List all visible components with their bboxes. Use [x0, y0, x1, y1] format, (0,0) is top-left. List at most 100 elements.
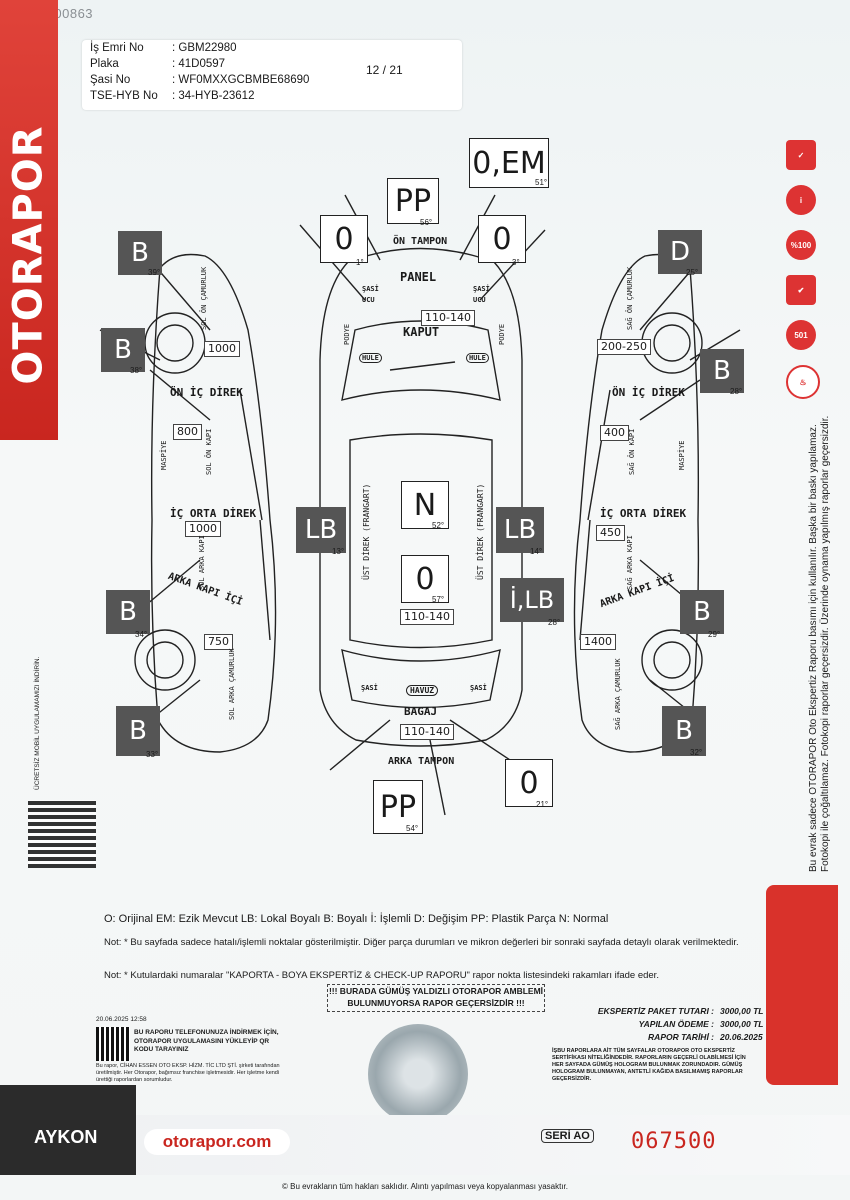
- label-right-roof-rail: ÜST DİREK (FRANGART): [476, 483, 485, 580]
- part-front-bumper: PP: [387, 178, 439, 224]
- qr-instructions: BU RAPORU TELEFONUNUZA İNDİRMEK İÇİN, OT…: [134, 1029, 279, 1053]
- label-right-front-chassis: ŞASİ: [473, 285, 490, 293]
- degree-label: 52°: [432, 521, 445, 530]
- degree-label: 57°: [432, 595, 445, 604]
- label-left-a-pillar: ÖN İÇ DİREK: [170, 386, 243, 399]
- page-number: 12 / 21: [366, 63, 403, 77]
- label-left-dome: HULE: [359, 353, 382, 363]
- degree-label: 25°: [686, 268, 699, 277]
- part-rear-window: 0: [401, 555, 449, 603]
- red-chevron-panel: [766, 885, 838, 1085]
- serial-number: 067500: [631, 1129, 717, 1154]
- degree-label: 29°: [708, 630, 721, 639]
- part-right-rear-door: B: [680, 590, 724, 634]
- dealer-logo: AYKON: [0, 1085, 136, 1175]
- micron-roof: 110-140: [400, 609, 454, 625]
- label-left-apron: PODYE: [343, 323, 351, 345]
- micron-right-quarter: 1400: [580, 634, 616, 650]
- part-left-rear-door: B: [106, 590, 150, 634]
- part-roof: N: [401, 481, 449, 529]
- label-left-front-chassis: ŞASİ: [362, 285, 379, 293]
- info-row: İş Emri No: GBM22980: [90, 42, 237, 54]
- part-right-rear-door-inner: İ,LB: [500, 578, 564, 622]
- part-left-rear-fender: B: [116, 706, 160, 756]
- check-icon: ✔: [786, 275, 816, 305]
- degree-label: 28°: [730, 387, 743, 396]
- part-rear-bumper: PP: [373, 780, 423, 834]
- certificate-note: İŞBU RAPORLARA AİT TÜM SAYFALAR OTORAPOR…: [552, 1048, 746, 1082]
- info-row: TSE-HYB No: 34-HYB-23612: [90, 90, 255, 102]
- label-left-roof-rail: ÜST DİREK (FRANGART): [362, 483, 371, 580]
- degree-label: 3°: [512, 258, 520, 267]
- footer-copyright: © Bu evrakların tüm hakları saklıdır. Al…: [281, 1182, 568, 1191]
- part-left-front-chassis: 0: [320, 215, 368, 263]
- label-left-front-fender: SOL ÖN ÇAMURLUK: [200, 266, 208, 330]
- legend: O: Orijinal EM: Ezik Mevcut LB: Lokal Bo…: [104, 913, 609, 925]
- vehicle-info-card: İş Emri No: GBM22980 Plaka: 41D0597 Şasi…: [82, 40, 462, 110]
- micron-right-front-door: 400: [600, 425, 629, 441]
- part-panel: 0,EM: [469, 138, 549, 188]
- degree-label: 32°: [690, 748, 703, 757]
- label-front-bumper: ÖN TAMPON: [393, 236, 448, 247]
- summary-row: RAPOR TARİHİ :20.06.2025: [648, 1032, 763, 1042]
- summary-row: EKSPERTİZ PAKET TUTARI :3000,00 TL: [597, 1006, 764, 1016]
- payment-summary: EKSPERTİZ PAKET TUTARI :3000,00 TL YAPIL…: [548, 1005, 764, 1044]
- label-rear-bumper: ARKA TAMPON: [388, 756, 455, 767]
- part-right-rear-fender: B: [662, 706, 706, 756]
- micron-right-fender: 200-250: [597, 339, 651, 355]
- qr-code-large[interactable]: [28, 800, 96, 868]
- degree-label: 34°: [135, 630, 148, 639]
- label-right-rear-fender: SAĞ ARKA ÇAMURLUK: [614, 658, 622, 730]
- hologram-seal: [368, 1024, 468, 1124]
- hologram-warning: !!! BURADA GÜMÜŞ YALDIZLI OTORAPOR AMBLE…: [327, 984, 545, 1012]
- info-badge: i: [786, 185, 816, 215]
- part-left-front-fender: B: [118, 231, 162, 275]
- micron-left-quarter: 750: [204, 634, 233, 650]
- micron-trunk: 110-140: [400, 724, 454, 740]
- micron-left-front-door: 800: [173, 424, 202, 440]
- note-2: Not: * Kutulardaki numaralar "KAPORTA - …: [104, 970, 659, 981]
- label-trunk: BAGAJ: [404, 705, 438, 718]
- count-badge: 501: [786, 320, 816, 350]
- label-left-sill: MASPİYE: [160, 440, 168, 470]
- shield-icon: ✓: [786, 140, 816, 170]
- part-trunk-chassis: 0: [505, 759, 553, 807]
- degree-label: 39°: [148, 268, 161, 277]
- label-left-rear-chassis: ŞASİ: [361, 684, 378, 692]
- degree-label: 33°: [146, 750, 159, 759]
- label-right-front-chassis-tip: UCU: [473, 296, 486, 304]
- degree-label: 13°: [332, 547, 345, 556]
- label-right-apron: PODYE: [498, 323, 506, 345]
- label-right-rear-door: SAĞ ARKA KAPI: [626, 535, 634, 590]
- part-right-front-fender: D: [658, 230, 702, 274]
- label-left-front-door: SOL ÖN KAPI: [205, 428, 213, 475]
- label-right-sill: MASPİYE: [678, 440, 686, 470]
- label-panel: PANEL: [400, 270, 437, 284]
- info-row: Şasi No: WF0MXXGCBMBE68690: [90, 74, 310, 86]
- micron-left-fender: 1000: [204, 341, 240, 357]
- degree-label: 54°: [406, 824, 419, 833]
- part-right-roof-rail: LB: [496, 507, 544, 553]
- series-label: SERİ AO: [541, 1129, 594, 1143]
- bottom-bar: [0, 1115, 850, 1175]
- degree-label: 56°: [420, 218, 433, 227]
- label-hood: KAPUT: [403, 325, 440, 339]
- label-right-front-door: SAĞ ÖN KAPI: [628, 428, 636, 475]
- part-right-front-door: B: [700, 349, 744, 393]
- label-left-b-pillar: İÇ ORTA DİREK: [170, 507, 257, 520]
- label-left-rear-fender: SOL ARKA ÇAMURLUK: [228, 648, 236, 720]
- summary-row: YAPILAN ÖDEME :3000,00 TL: [638, 1019, 764, 1029]
- percent-badge: %100: [786, 230, 816, 260]
- website-link[interactable]: otorapor.com: [144, 1129, 290, 1155]
- degree-label: 28°: [548, 618, 561, 627]
- label-left-rear-door: SOL ARKA KAPI: [198, 535, 206, 590]
- part-right-front-chassis: 0: [478, 215, 526, 263]
- label-right-front-fender: SAĞ ÖN ÇAMURLUK: [626, 266, 634, 330]
- part-left-roof-rail: LB: [296, 507, 346, 553]
- label-right-a-pillar: ÖN İÇ DİREK: [612, 386, 685, 399]
- micron-hood: 110-140: [421, 310, 475, 326]
- degree-label: 38°: [130, 366, 143, 375]
- label-left-front-chassis-tip: UCU: [362, 296, 375, 304]
- degree-label: 21°: [536, 800, 549, 809]
